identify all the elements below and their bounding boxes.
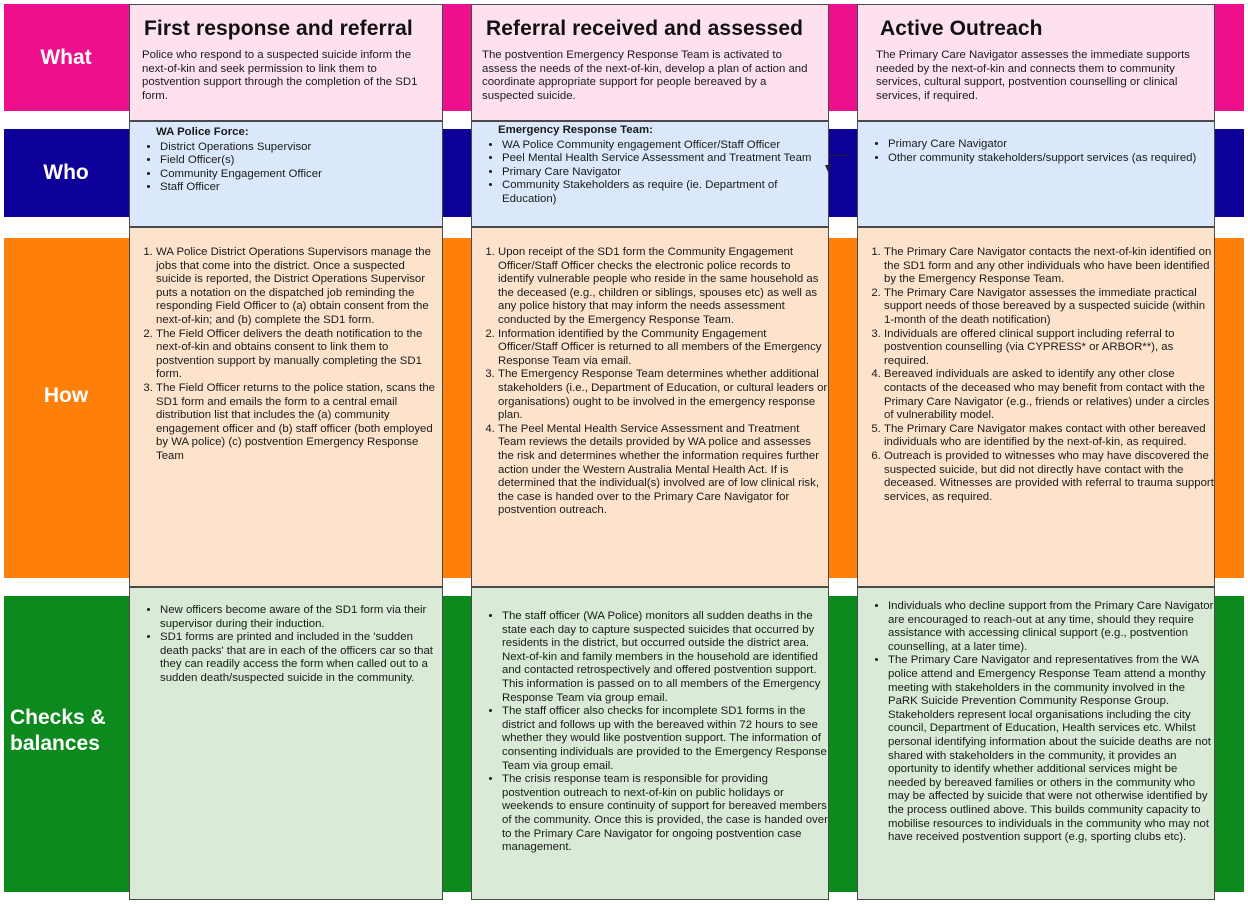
list-item: Field Officer(s) <box>160 154 442 168</box>
active-outreach-how-cell: The Primary Care Navigator contacts the … <box>857 227 1215 587</box>
referral-assessed-who-cell: Emergency Response Team: WA Police Commu… <box>471 121 829 227</box>
row-label-checks: Checks & balances <box>10 706 106 755</box>
who-list: Primary Care Navigator Other community s… <box>858 138 1214 165</box>
who-list: WA Police Community engagement Officer/S… <box>472 139 828 207</box>
list-item: The Primary Care Navigator and represent… <box>888 654 1214 844</box>
list-item: Primary Care Navigator <box>502 166 828 180</box>
list-item: New officers become aware of the SD1 for… <box>160 604 442 631</box>
checks-list: New officers become aware of the SD1 for… <box>130 604 442 686</box>
list-item: The crisis response team is responsible … <box>502 773 828 855</box>
list-item: The staff officer also checks for incomp… <box>502 705 828 773</box>
connector-line <box>829 155 849 156</box>
first-response-who-cell: WA Police Force: District Operations Sup… <box>129 121 443 227</box>
list-item: The Field Officer delivers the death not… <box>156 328 442 382</box>
list-item: WA Police Community engagement Officer/S… <box>502 139 828 153</box>
list-item: Staff Officer <box>160 181 442 195</box>
active-outreach-checks-cell: Individuals who decline support from the… <box>857 587 1215 900</box>
list-item: Upon receipt of the SD1 form the Communi… <box>498 246 828 328</box>
list-item: The Peel Mental Health Service Assessmen… <box>498 423 828 518</box>
list-item: Primary Care Navigator <box>888 138 1214 152</box>
row-label-what: What <box>40 45 92 69</box>
column-heading-referral-assessed: Referral received and assessed <box>486 17 804 40</box>
who-list: District Operations Supervisor Field Off… <box>130 141 442 195</box>
first-response-what-cell: First response and referral Police who r… <box>129 4 443 121</box>
list-item: District Operations Supervisor <box>160 141 442 155</box>
referral-assessed-checks-cell: The staff officer (WA Police) monitors a… <box>471 587 829 900</box>
list-item: Community Stakeholders as require (ie. D… <box>502 179 828 206</box>
first-response-how-cell: WA Police District Operations Supervisor… <box>129 227 443 587</box>
list-item: WA Police District Operations Supervisor… <box>156 246 442 328</box>
list-item: The Primary Care Navigator makes contact… <box>884 423 1214 450</box>
what-description: Police who respond to a suspected suicid… <box>142 49 418 102</box>
list-item: The staff officer (WA Police) monitors a… <box>502 610 828 705</box>
checks-list: The staff officer (WA Police) monitors a… <box>472 610 828 855</box>
row-label-who: Who <box>43 161 89 184</box>
arrow-down-icon <box>825 165 831 172</box>
list-item: Individuals who decline support from the… <box>888 600 1214 654</box>
checks-list: Individuals who decline support from the… <box>858 600 1214 845</box>
who-title: WA Police Force: <box>156 126 249 138</box>
list-item: Community Engagement Officer <box>160 168 442 182</box>
column-heading-active-outreach: Active Outreach <box>880 17 1043 40</box>
list-item: Bereaved individuals are asked to identi… <box>884 368 1214 422</box>
list-item: The Primary Care Navigator contacts the … <box>884 246 1214 287</box>
list-item: Individuals are offered clinical support… <box>884 328 1214 369</box>
column-heading-first-response: First response and referral <box>144 17 413 40</box>
who-title: Emergency Response Team: <box>498 124 653 136</box>
how-steps: The Primary Care Navigator contacts the … <box>858 246 1214 504</box>
list-item: The Field Officer returns to the police … <box>156 382 442 464</box>
list-item: Peel Mental Health Service Assessment an… <box>502 152 828 166</box>
referral-assessed-what-cell: Referral received and assessed The postv… <box>471 4 829 121</box>
active-outreach-what-cell: Active Outreach The Primary Care Navigat… <box>857 4 1215 121</box>
list-item: Information identified by the Community … <box>498 328 828 369</box>
row-label-how: How <box>43 384 89 407</box>
active-outreach-who-cell: Primary Care Navigator Other community s… <box>857 121 1215 227</box>
list-item: Other community stakeholders/support ser… <box>888 152 1214 166</box>
first-response-checks-cell: New officers become aware of the SD1 for… <box>129 587 443 900</box>
what-description: The postvention Emergency Response Team … <box>482 49 808 102</box>
list-item: Outreach is provided to witnesses who ma… <box>884 450 1214 504</box>
how-steps: Upon receipt of the SD1 form the Communi… <box>472 246 828 518</box>
how-steps: WA Police District Operations Supervisor… <box>130 246 442 464</box>
what-description: The Primary Care Navigator assesses the … <box>876 49 1190 102</box>
list-item: The Emergency Response Team determines w… <box>498 368 828 422</box>
referral-assessed-how-cell: Upon receipt of the SD1 form the Communi… <box>471 227 829 587</box>
list-item: The Primary Care Navigator assesses the … <box>884 287 1214 328</box>
list-item: SD1 forms are printed and included in th… <box>160 631 442 685</box>
